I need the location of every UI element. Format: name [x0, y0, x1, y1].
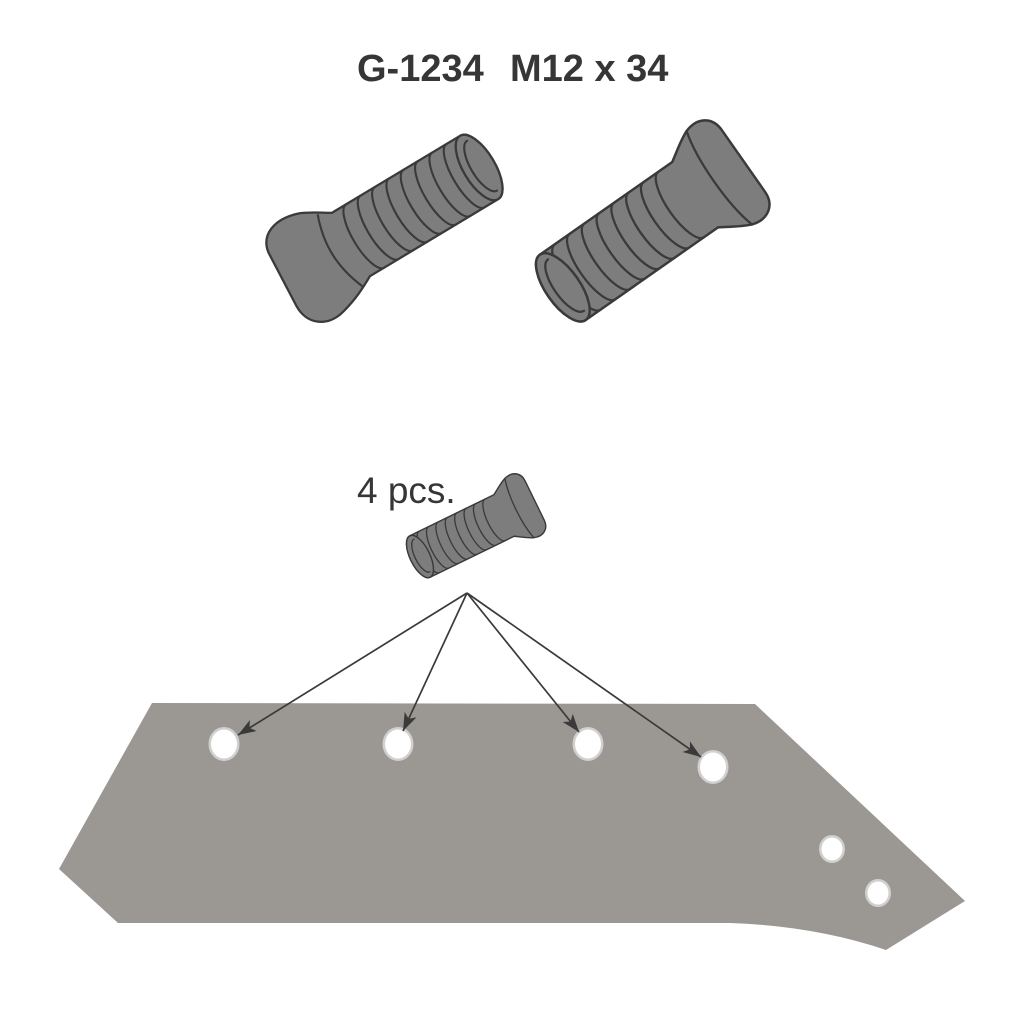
bolt-hole-2: [382, 727, 414, 761]
bolt-hole-3: [572, 727, 604, 761]
bolt-hole-4: [697, 750, 729, 784]
arrow-to-hole-4: [466, 592, 702, 758]
arrow-to-hole-2: [402, 592, 468, 732]
arrow-to-hole-3: [466, 592, 580, 733]
title-size-spec: M12 x 34: [510, 48, 668, 90]
bolt-hole-5: [819, 835, 845, 863]
plow-bolt-thread-view: [513, 111, 779, 347]
title-part-number: G-1234: [357, 48, 484, 90]
plowshare-blade: [59, 703, 965, 950]
callout-arrows: [237, 592, 702, 758]
quantity-label: 4 pcs.: [357, 470, 456, 511]
bolt-hole-6: [865, 879, 891, 907]
arrow-to-hole-1: [237, 592, 468, 736]
bolt-hole-1: [208, 727, 240, 761]
plow-bolt-head-view: [253, 109, 523, 334]
